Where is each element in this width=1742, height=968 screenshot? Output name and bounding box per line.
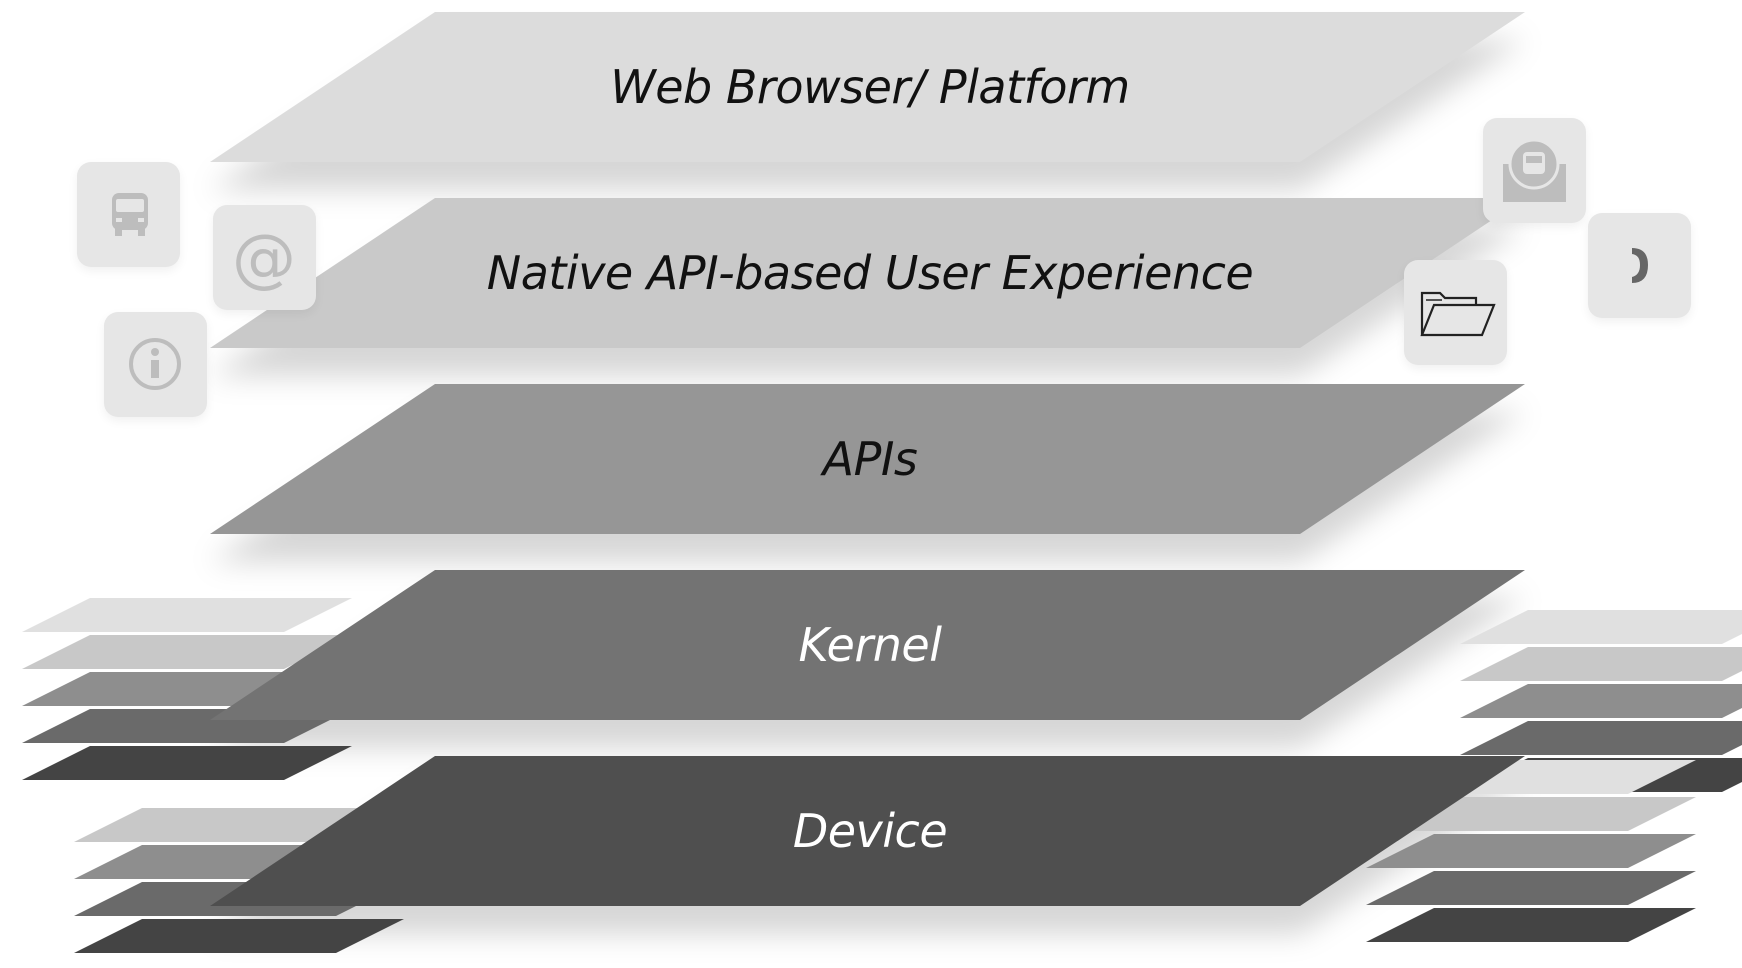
mini-stack-sheet	[74, 919, 404, 953]
mini-stack-sheet	[1460, 647, 1742, 681]
mini-stack-sheet	[22, 635, 352, 669]
mini-stack-sheet	[1366, 908, 1696, 942]
bus-stop-icon	[1483, 118, 1586, 223]
svg-text:@: @	[232, 222, 296, 296]
phone-icon	[1588, 213, 1691, 318]
layer-label-device: Device	[792, 804, 948, 858]
info-icon	[104, 312, 207, 417]
mini-stack-sheet	[1366, 834, 1696, 868]
mini-stack-sheet	[1460, 684, 1742, 718]
layer-plane-web	[210, 12, 1525, 162]
at-sign-icon: @	[213, 205, 316, 310]
layer-plane-kernel	[210, 570, 1525, 720]
layer-label-native-api: Native API-based User Experience	[486, 246, 1254, 300]
mini-stack-sheet	[1366, 871, 1696, 905]
bus-icon	[77, 162, 180, 267]
mini-stack-sheet	[1460, 610, 1742, 644]
layer-label-web-browser: Web Browser/ Platform	[610, 60, 1130, 114]
layer-label-kernel: Kernel	[798, 618, 942, 672]
layer-plane-device	[210, 756, 1525, 906]
layer-plane-native	[210, 198, 1525, 348]
mini-stack-sheet	[22, 746, 352, 780]
main-layers	[210, 12, 1525, 906]
folder-icon	[1404, 260, 1507, 365]
layer-plane-apis	[210, 384, 1525, 534]
mini-stack-sheet	[22, 598, 352, 632]
layer-label-apis: APIs	[822, 432, 918, 486]
mini-stack-sheet	[1460, 721, 1742, 755]
